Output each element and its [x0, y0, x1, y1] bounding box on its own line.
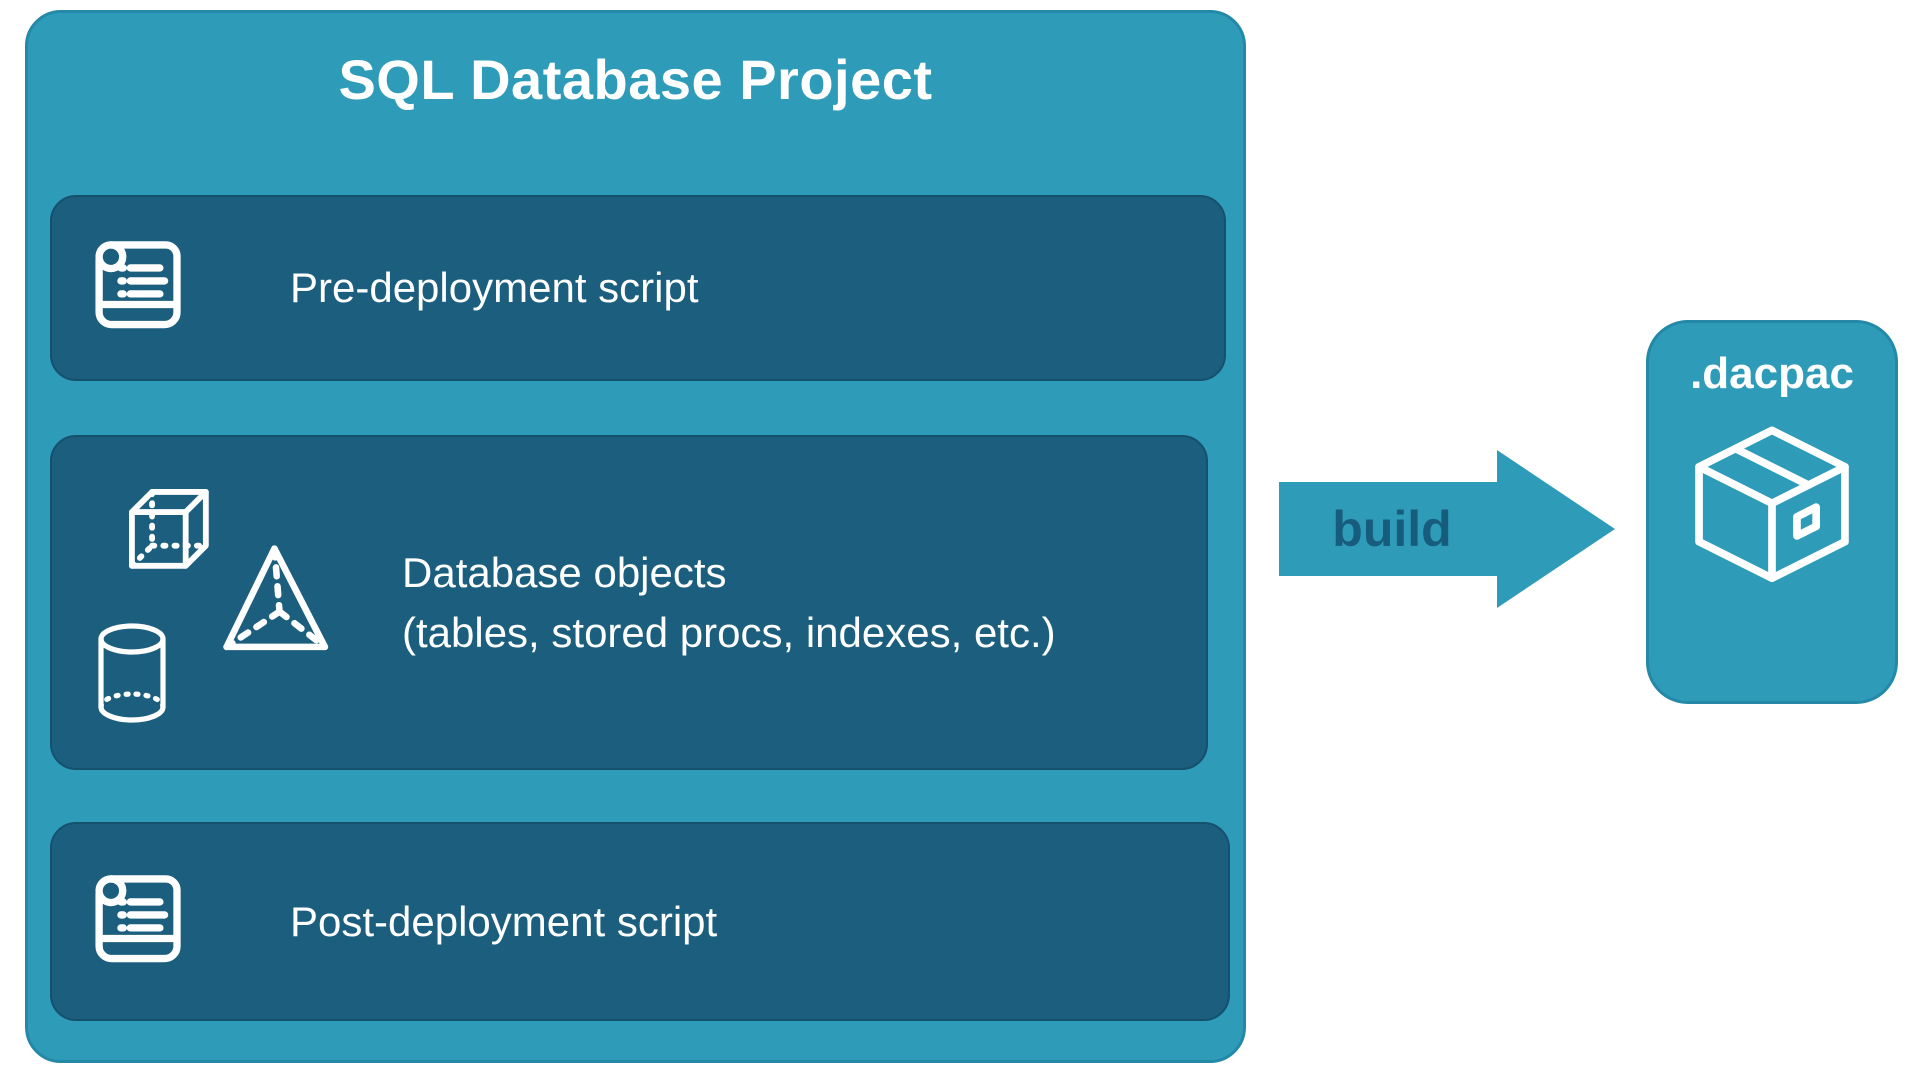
- dacpac-box: .dacpac: [1646, 320, 1898, 704]
- pre-deployment-box: Pre-deployment script: [50, 195, 1226, 381]
- arrow-shape: [1279, 450, 1615, 608]
- dacpac-label: .dacpac: [1690, 349, 1854, 398]
- database-objects-sublabel: (tables, stored procs, indexes, etc.): [402, 608, 1056, 656]
- project-title: SQL Database Project: [338, 48, 933, 111]
- build-arrow: build: [1279, 450, 1615, 608]
- sql-database-project-container: SQL Database Project Pre-deployment sc: [25, 10, 1246, 1063]
- database-objects-box: Database objects (tables, stored procs, …: [50, 435, 1208, 770]
- database-objects-label: Database objects: [402, 548, 727, 596]
- package-icon: [1676, 415, 1868, 607]
- cylinder-icon: [82, 615, 182, 735]
- post-deployment-box: Post-deployment script: [50, 822, 1230, 1021]
- scroll-icon: [82, 229, 200, 347]
- post-deployment-label: Post-deployment script: [290, 897, 718, 945]
- pyramid-icon: [214, 536, 340, 662]
- scroll-icon: [82, 863, 200, 981]
- database-objects-text: Database objects (tables, stored procs, …: [402, 543, 1056, 663]
- build-arrow-label: build: [1332, 501, 1452, 557]
- cube-icon: [114, 474, 226, 586]
- pre-deployment-label: Pre-deployment script: [290, 264, 699, 311]
